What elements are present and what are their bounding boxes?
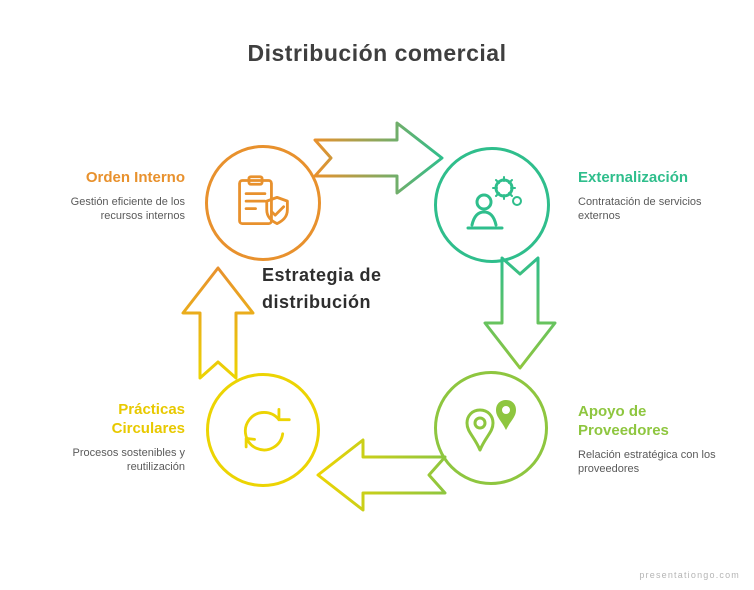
node-circle-apoyo-proveedores bbox=[434, 371, 548, 485]
person-gears-icon bbox=[466, 176, 522, 230]
page-title: Distribución comercial bbox=[247, 40, 507, 66]
watermark: presentationgo.com bbox=[639, 570, 740, 580]
node-label: Apoyo de Proveedores bbox=[578, 403, 669, 439]
arrow-bottom-icon bbox=[316, 438, 447, 512]
label-block-externalizacion: Externalización Contratación de servicio… bbox=[578, 168, 754, 223]
arrow-right-icon bbox=[483, 256, 557, 370]
arrow-top-icon bbox=[313, 121, 444, 195]
cycle-arrows-icon bbox=[243, 407, 291, 452]
node-circle-orden-interno bbox=[205, 145, 321, 261]
location-pins-icon bbox=[465, 400, 516, 452]
node-description: Contratación de servicios externos bbox=[578, 196, 702, 222]
node-description: Gestión eficiente de los recursos intern… bbox=[70, 196, 185, 222]
node-description: Relación estratégica con los proveedores bbox=[578, 449, 716, 475]
label-block-practicas-circulares: Prácticas Circulares Procesos sostenible… bbox=[0, 400, 186, 474]
node-circle-practicas-circulares bbox=[206, 373, 320, 487]
node-label: Prácticas Circulares bbox=[111, 401, 185, 437]
label-block-orden-interno: Orden Interno Gestión eficiente de los r… bbox=[0, 168, 185, 223]
node-label: Externalización bbox=[578, 169, 689, 186]
node-label: Orden Interno bbox=[85, 169, 185, 186]
center-note: Estrategia de distribución bbox=[262, 265, 382, 312]
clipboard-shield-icon bbox=[238, 175, 289, 226]
node-description: Procesos sostenibles y reutilización bbox=[72, 447, 186, 473]
label-block-apoyo-proveedores: Apoyo de Proveedores Relación estratégic… bbox=[578, 402, 754, 476]
node-circle-externalizacion bbox=[434, 147, 550, 263]
arrow-left-icon bbox=[181, 266, 255, 380]
